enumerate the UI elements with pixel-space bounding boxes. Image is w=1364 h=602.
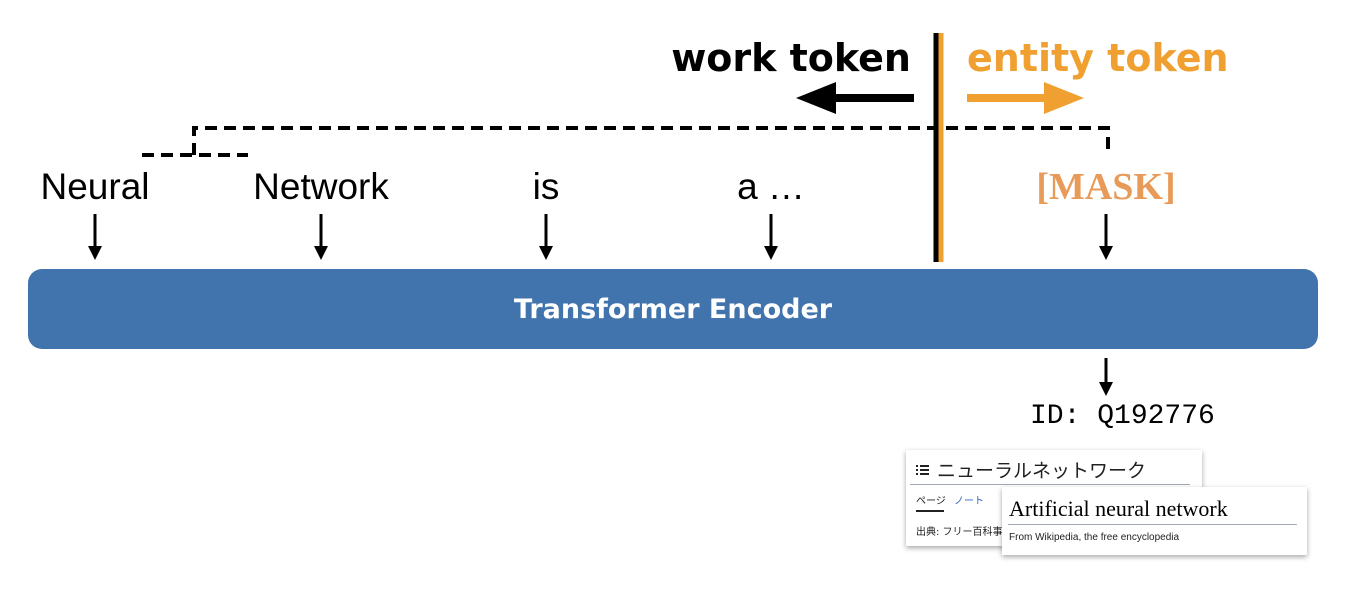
wiki-ja-source: 出典: フリー百科事 [916, 527, 1003, 538]
token-arrow-network-icon [314, 214, 328, 260]
token-is: is [532, 166, 560, 207]
wiki-ja-divider [910, 484, 1190, 485]
wiki-en-card: Artificial neural network From Wikipedia… [1002, 487, 1307, 555]
wiki-ja-title: ニューラルネットワーク [937, 460, 1147, 482]
output-arrow-icon [1099, 358, 1113, 396]
wiki-en-divider [1008, 524, 1297, 525]
work-token-arrow-icon [796, 82, 914, 114]
entity-id: ID: Q192776 [1030, 401, 1215, 432]
token-arrows [88, 214, 1113, 260]
token-network: Network [253, 166, 389, 207]
entity-token-arrow-icon [967, 82, 1084, 114]
wiki-en-title: Artificial neural network [1009, 496, 1228, 521]
work-token-label: work token [671, 36, 911, 80]
token-arrow-neural-icon [88, 214, 102, 260]
token-arrow-is-icon [539, 214, 553, 260]
bracket-top-line [192, 126, 1110, 155]
token-neural: Neural [40, 166, 150, 207]
tab-note[interactable]: ノート [954, 496, 984, 507]
tab-page-underline [916, 510, 944, 512]
mask-token: [MASK] [1036, 166, 1176, 208]
entity-token-label: entity token [967, 36, 1229, 80]
encoder-label: Transformer Encoder [513, 293, 833, 325]
token-arrow-mask-icon [1099, 214, 1113, 260]
token-arrow-a-icon [764, 214, 778, 260]
tab-page[interactable]: ページ [916, 496, 946, 507]
transformer-encoder-block: Transformer Encoder [28, 269, 1318, 349]
token-a: a … [737, 166, 805, 207]
entity-span-bracket [142, 126, 1110, 157]
wiki-en-subtitle: From Wikipedia, the free encyclopedia [1009, 532, 1180, 543]
list-icon [916, 464, 929, 475]
wiki-ja-title-row: ニューラルネットワーク [916, 456, 1146, 483]
